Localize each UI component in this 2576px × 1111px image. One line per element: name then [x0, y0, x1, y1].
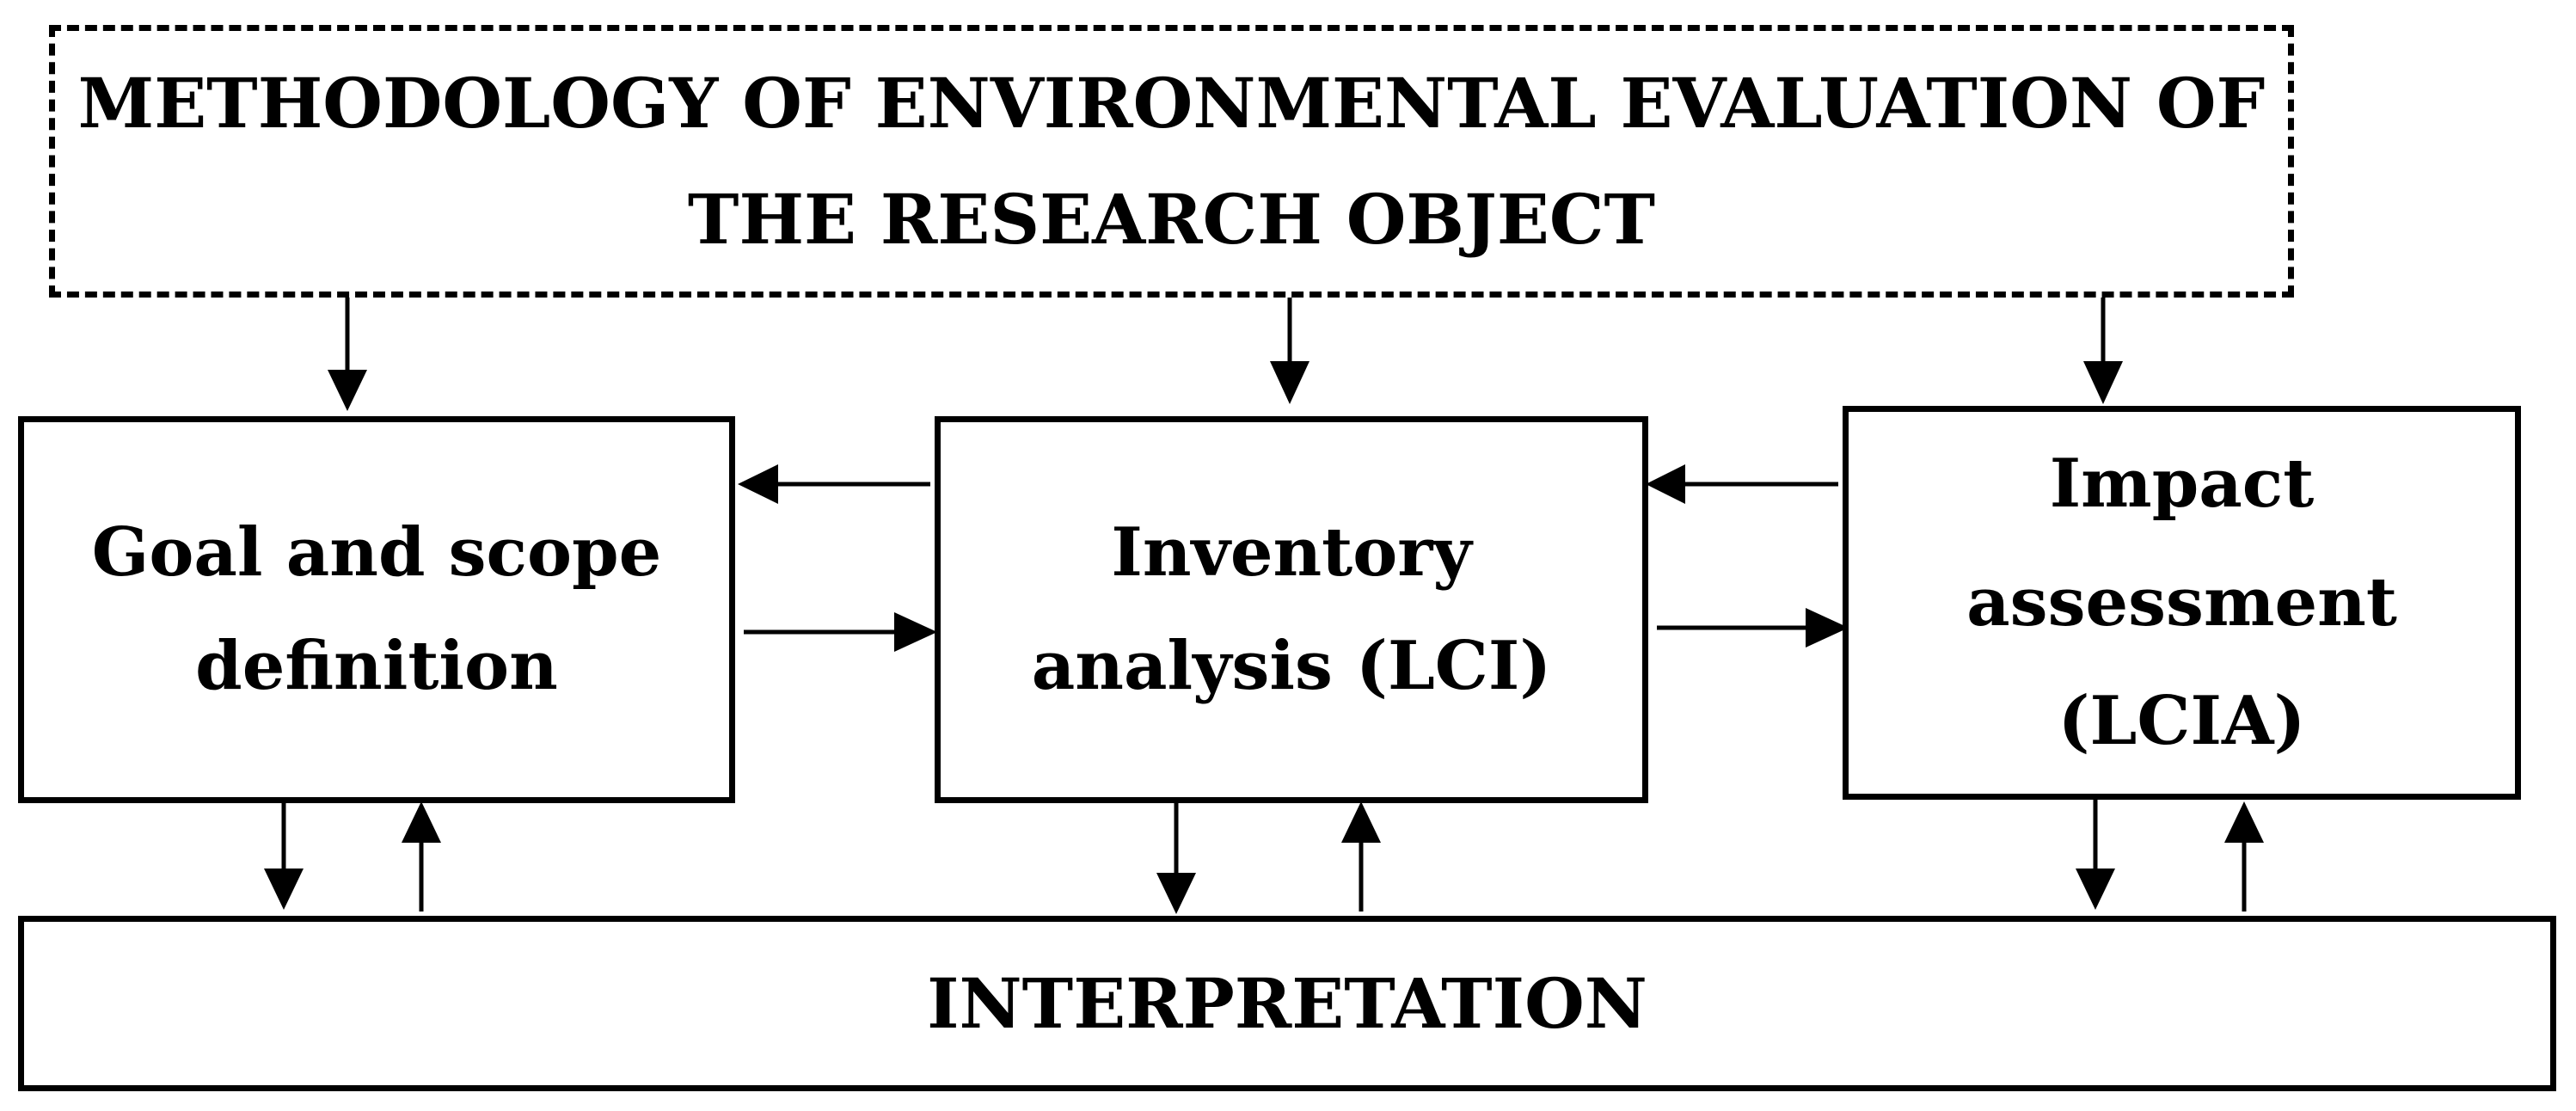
methodology-title: METHODOLOGY OF ENVIRONMENTAL EVALUATION … [78, 46, 2266, 278]
arrowhead-down-1 [328, 370, 367, 411]
interpretation-label: INTERPRETATION [927, 963, 1647, 1044]
goal-scope-box: Goal and scope definition [18, 416, 735, 803]
interpretation-box: INTERPRETATION [18, 916, 2556, 1091]
impact-assessment-label: Impact assessment (LCIA) [1966, 425, 2397, 781]
arrowhead-left-2 [1646, 464, 1685, 504]
arrowhead-down-5 [1156, 873, 1196, 914]
inventory-analysis-label: Inventory analysis (LCI) [1032, 496, 1552, 723]
arrowhead-right-2 [1806, 608, 1849, 648]
methodology-title-line-2: THE RESEARCH OBJECT [687, 178, 1656, 260]
inventory-line-2: analysis (LCI) [1031, 627, 1552, 705]
goal-scope-label: Goal and scope definition [92, 496, 662, 723]
goal-scope-line-2: definition [195, 627, 558, 705]
arrowhead-left-1 [738, 464, 778, 504]
arrowhead-up-1 [402, 801, 441, 843]
impact-line-2: assessment [1966, 563, 2397, 641]
methodology-title-line-1: METHODOLOGY OF ENVIRONMENTAL EVALUATION … [77, 62, 2266, 144]
goal-scope-line-1: Goal and scope [91, 513, 662, 592]
arrowhead-up-2 [1341, 801, 1381, 843]
arrowhead-up-3 [2224, 801, 2264, 843]
arrowhead-down-3 [2083, 361, 2123, 404]
arrowhead-down-6 [2076, 869, 2115, 910]
arrowhead-down-4 [264, 869, 304, 910]
impact-line-1: Impact [2049, 445, 2315, 523]
impact-line-3: (LCIA) [2058, 682, 2306, 760]
inventory-line-1: Inventory [1111, 513, 1472, 592]
arrowhead-right-1 [894, 612, 937, 652]
inventory-analysis-box: Inventory analysis (LCI) [935, 416, 1648, 803]
methodology-box: METHODOLOGY OF ENVIRONMENTAL EVALUATION … [49, 25, 2294, 298]
impact-assessment-box: Impact assessment (LCIA) [1843, 406, 2521, 800]
arrowhead-down-2 [1270, 361, 1309, 404]
